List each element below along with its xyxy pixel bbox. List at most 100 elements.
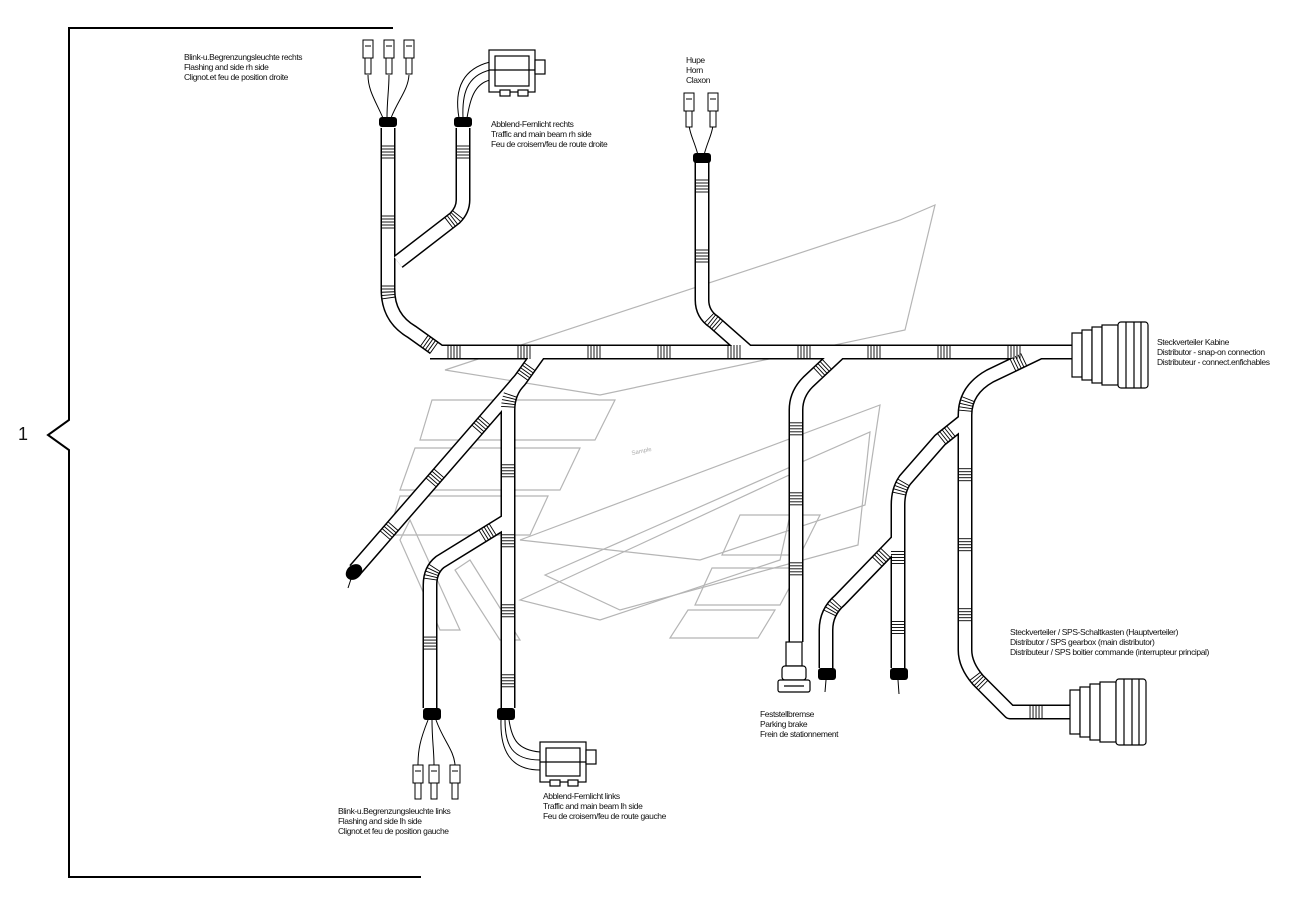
boot-caps xyxy=(345,117,908,720)
tape-band xyxy=(973,675,985,687)
tape-band xyxy=(381,293,396,297)
tape-band xyxy=(711,318,722,330)
tape-band xyxy=(871,556,883,567)
tape-band xyxy=(895,481,909,489)
tape-band xyxy=(426,567,440,574)
tape-band xyxy=(450,211,462,223)
tape-band xyxy=(892,491,907,496)
tape-band xyxy=(381,296,396,300)
tape-band xyxy=(828,600,841,611)
tape-band xyxy=(943,427,954,439)
tape-band xyxy=(1020,353,1028,367)
tape-band xyxy=(473,422,485,433)
tape-band xyxy=(419,334,429,347)
spade-terminal xyxy=(403,39,415,75)
tape-band xyxy=(521,364,534,374)
watermark-text: Sample xyxy=(631,447,653,457)
tape-band xyxy=(503,392,518,398)
tape-band xyxy=(385,523,397,534)
tape-band xyxy=(520,367,533,376)
tape-band xyxy=(946,425,956,437)
harness-segment-outline xyxy=(957,345,1072,720)
tape-band xyxy=(1009,358,1017,372)
tape-band xyxy=(880,547,891,559)
tape-band xyxy=(961,396,975,403)
tape-band xyxy=(383,525,395,536)
harness-segment-core xyxy=(790,347,845,642)
tape-band xyxy=(878,549,889,561)
tape-band xyxy=(516,371,529,381)
tape-band xyxy=(379,530,391,541)
tape-band xyxy=(958,409,973,412)
tape-band xyxy=(387,521,399,532)
label-distributor-main: Steckverteiler / SPS-Schaltkasten (Haupt… xyxy=(1010,627,1209,657)
tape-band xyxy=(523,362,536,372)
watermark-logo xyxy=(387,203,936,641)
tape-band xyxy=(422,336,432,349)
tape-band xyxy=(1012,357,1020,371)
plug-connector-left-headlight xyxy=(539,741,597,787)
tape-band xyxy=(703,312,715,324)
harness-segment-core xyxy=(959,346,1072,718)
tape-band xyxy=(959,402,974,407)
tape-band xyxy=(433,468,445,479)
tape-band xyxy=(424,574,438,579)
tape-band xyxy=(812,367,824,378)
tape-band xyxy=(815,365,826,376)
tape-band xyxy=(429,341,439,354)
tape-band xyxy=(826,603,839,613)
harness-segment-core xyxy=(394,128,469,267)
tape-band xyxy=(425,570,439,577)
spade-terminal xyxy=(428,764,440,800)
spade-terminal xyxy=(383,39,395,75)
harness-segment-core xyxy=(424,514,512,708)
tape-band xyxy=(817,363,828,374)
tape-band xyxy=(479,415,491,426)
tape-band xyxy=(444,216,454,229)
harness-segment-core xyxy=(820,535,903,668)
tape-band xyxy=(502,395,517,401)
tape-band xyxy=(971,673,983,684)
tape-band xyxy=(894,484,908,491)
tape-band xyxy=(478,529,487,542)
tape-band xyxy=(452,210,464,220)
harness-core xyxy=(350,128,1075,718)
round-connector-main-distributor xyxy=(1069,678,1147,746)
tape-band xyxy=(939,431,949,443)
tape-band xyxy=(941,429,951,441)
tape-band xyxy=(936,432,947,445)
tape-band xyxy=(709,316,719,328)
round-connector-cab xyxy=(1071,321,1149,389)
tape-band xyxy=(824,606,838,615)
harness-segment-core xyxy=(892,415,969,668)
tape-band xyxy=(424,338,434,351)
tape-band xyxy=(960,399,974,405)
tape-band xyxy=(873,554,885,565)
tape-band xyxy=(501,402,516,406)
tape-band xyxy=(381,528,393,538)
harness-tape-bands xyxy=(379,145,1043,719)
tape-band xyxy=(428,563,441,573)
tape-band xyxy=(1017,354,1025,368)
tape-band xyxy=(821,358,832,370)
tape-band xyxy=(897,478,910,487)
tape-band xyxy=(501,399,516,403)
tape-band xyxy=(425,477,437,488)
tape-band xyxy=(1014,355,1022,369)
tape-band xyxy=(431,470,443,481)
spade-terminal xyxy=(683,92,695,128)
tape-band xyxy=(429,472,441,483)
tape-band xyxy=(706,314,717,326)
tape-band xyxy=(831,597,843,609)
tape-band xyxy=(958,406,973,410)
tape-band xyxy=(977,679,989,691)
tape-band xyxy=(488,523,497,536)
spade-terminal xyxy=(362,39,374,75)
tape-band xyxy=(713,320,724,332)
